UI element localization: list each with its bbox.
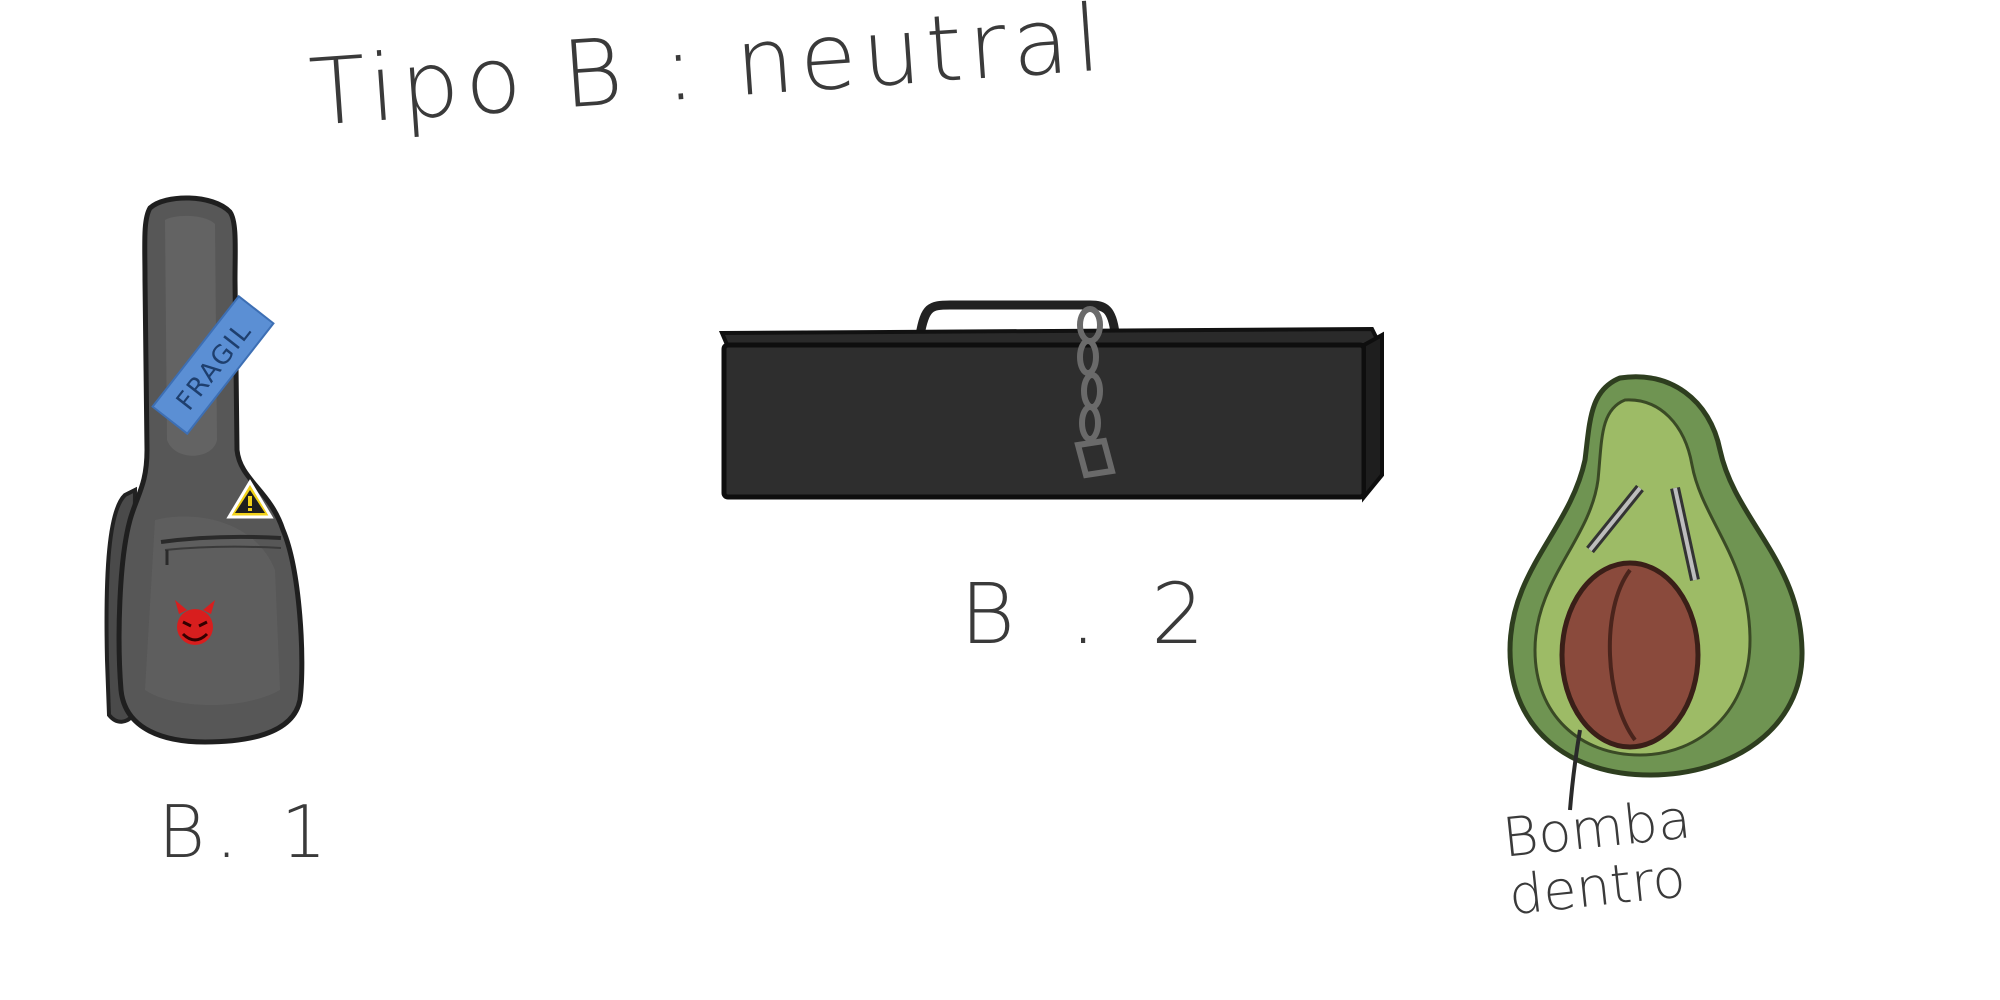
avocado-bomb-illustration bbox=[1507, 374, 1805, 811]
label-b1: B. 1 bbox=[158, 790, 337, 874]
label-b2: B . 2 bbox=[960, 565, 1219, 663]
chain-lock-icon bbox=[1074, 306, 1116, 479]
bomb-inside-note: Bomba dentro bbox=[1500, 787, 1699, 927]
black-case-illustration bbox=[718, 300, 1384, 503]
devil-sticker-icon bbox=[175, 600, 215, 645]
page-title: Tipo B : neutral bbox=[306, 0, 1110, 147]
guitar-case-illustration: FRAGIL bbox=[104, 195, 305, 745]
warning-icon bbox=[226, 479, 274, 519]
